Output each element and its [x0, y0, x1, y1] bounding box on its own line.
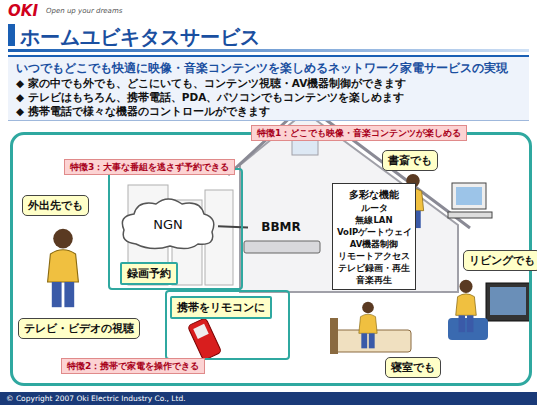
node-text: ◆ 家の中でも外でも、どこにいても、コンテンツ視聴・AV機器制御ができます — [16, 76, 521, 90]
node-text: ◆ テレビはもちろん、携帯電話、PDA、パソコンでもコンテンツを楽しめます — [16, 90, 521, 104]
node-text: 書斎でも — [388, 153, 432, 168]
node-text: 寝室でも — [391, 360, 435, 375]
feature-flag: 特徴1：どこでも映像・音楽コンテンツが楽しめる — [251, 125, 467, 141]
copyright: © Copyright 2007 Oki Electric Industry C… — [6, 393, 186, 404]
title-mark — [8, 24, 15, 46]
callout-box: リビングでも — [463, 250, 537, 271]
callout-box: 書斎でも — [382, 150, 438, 171]
callout-box: テレビ・ビデオの視聴 — [18, 318, 140, 339]
node-text: VoIPゲートウェイ — [337, 226, 411, 238]
living — [448, 280, 530, 340]
network-cloud: NGN — [118, 196, 218, 252]
node-text: テレビ録画・再生 — [337, 262, 411, 274]
node-text: リモートアクセス — [337, 250, 411, 262]
node-text: 携帯をリモコンに — [177, 300, 265, 315]
node-text: 無線LAN — [337, 214, 411, 226]
feature-flag: 特徴3：大事な番組を逃さず予約できる — [64, 159, 235, 175]
bbmr-device — [244, 241, 320, 253]
network-link — [218, 226, 248, 227]
node-text: 音楽再生 — [337, 274, 411, 286]
device-label: BBMR — [248, 218, 314, 240]
logo: OKI — [8, 2, 38, 20]
callout-box: 携帯をリモコンに — [170, 296, 272, 319]
outdoor-person — [48, 229, 79, 307]
footer-bar — [0, 392, 537, 405]
title-rule — [8, 49, 529, 52]
node-text: いつでもどこでも快適に映像・音楽コンテンツを楽しめるネットワーク家電サービスの実… — [16, 60, 521, 76]
intro-panel: いつでもどこでも快適に映像・音楽コンテンツを楽しめるネットワーク家電サービスの実… — [8, 55, 529, 121]
function-list: 多彩な機能ルータ無線LANVoIPゲートウェイAV機器制御リモートアクセステレビ… — [332, 183, 416, 290]
bedroom — [330, 302, 411, 354]
node-text: ◆ 携帯電話で様々な機器のコントロールができます — [16, 104, 521, 118]
feature-region: 特徴1：どこでも映像・音楽コンテンツが楽しめる特徴3：大事な番組を逃さず予約でき… — [10, 132, 532, 386]
feature-region: 特徴3：大事な番組を逃さず予約できるNGN録画予約 — [108, 168, 243, 290]
title: ホームユビキタスサービス — [20, 24, 260, 51]
node-text: ルータ — [337, 202, 411, 214]
node-text: リビングでも — [469, 253, 535, 268]
callout-box: 外出先でも — [22, 195, 89, 216]
node-text: 録画予約 — [127, 266, 171, 281]
callout-box: 録画予約 — [120, 262, 178, 285]
node-text: AV機器制御 — [337, 238, 411, 250]
node-text: BBMR — [254, 220, 308, 234]
callout-box: 寝室でも — [385, 357, 441, 378]
node-text: NGN — [153, 217, 183, 232]
feature-region: 特徴2：携帯で家電を操作できる携帯をリモコンに — [165, 290, 290, 360]
node-text: 外出先でも — [28, 198, 83, 213]
tagline: Open up your dreams — [46, 7, 122, 15]
mobile-phone — [187, 318, 221, 361]
node-text: テレビ・ビデオの視聴 — [24, 321, 134, 336]
feature-flag: 特徴2：携帯で家電を操作できる — [61, 358, 205, 374]
node-text: 多彩な機能 — [337, 187, 411, 202]
house — [228, 104, 470, 292]
